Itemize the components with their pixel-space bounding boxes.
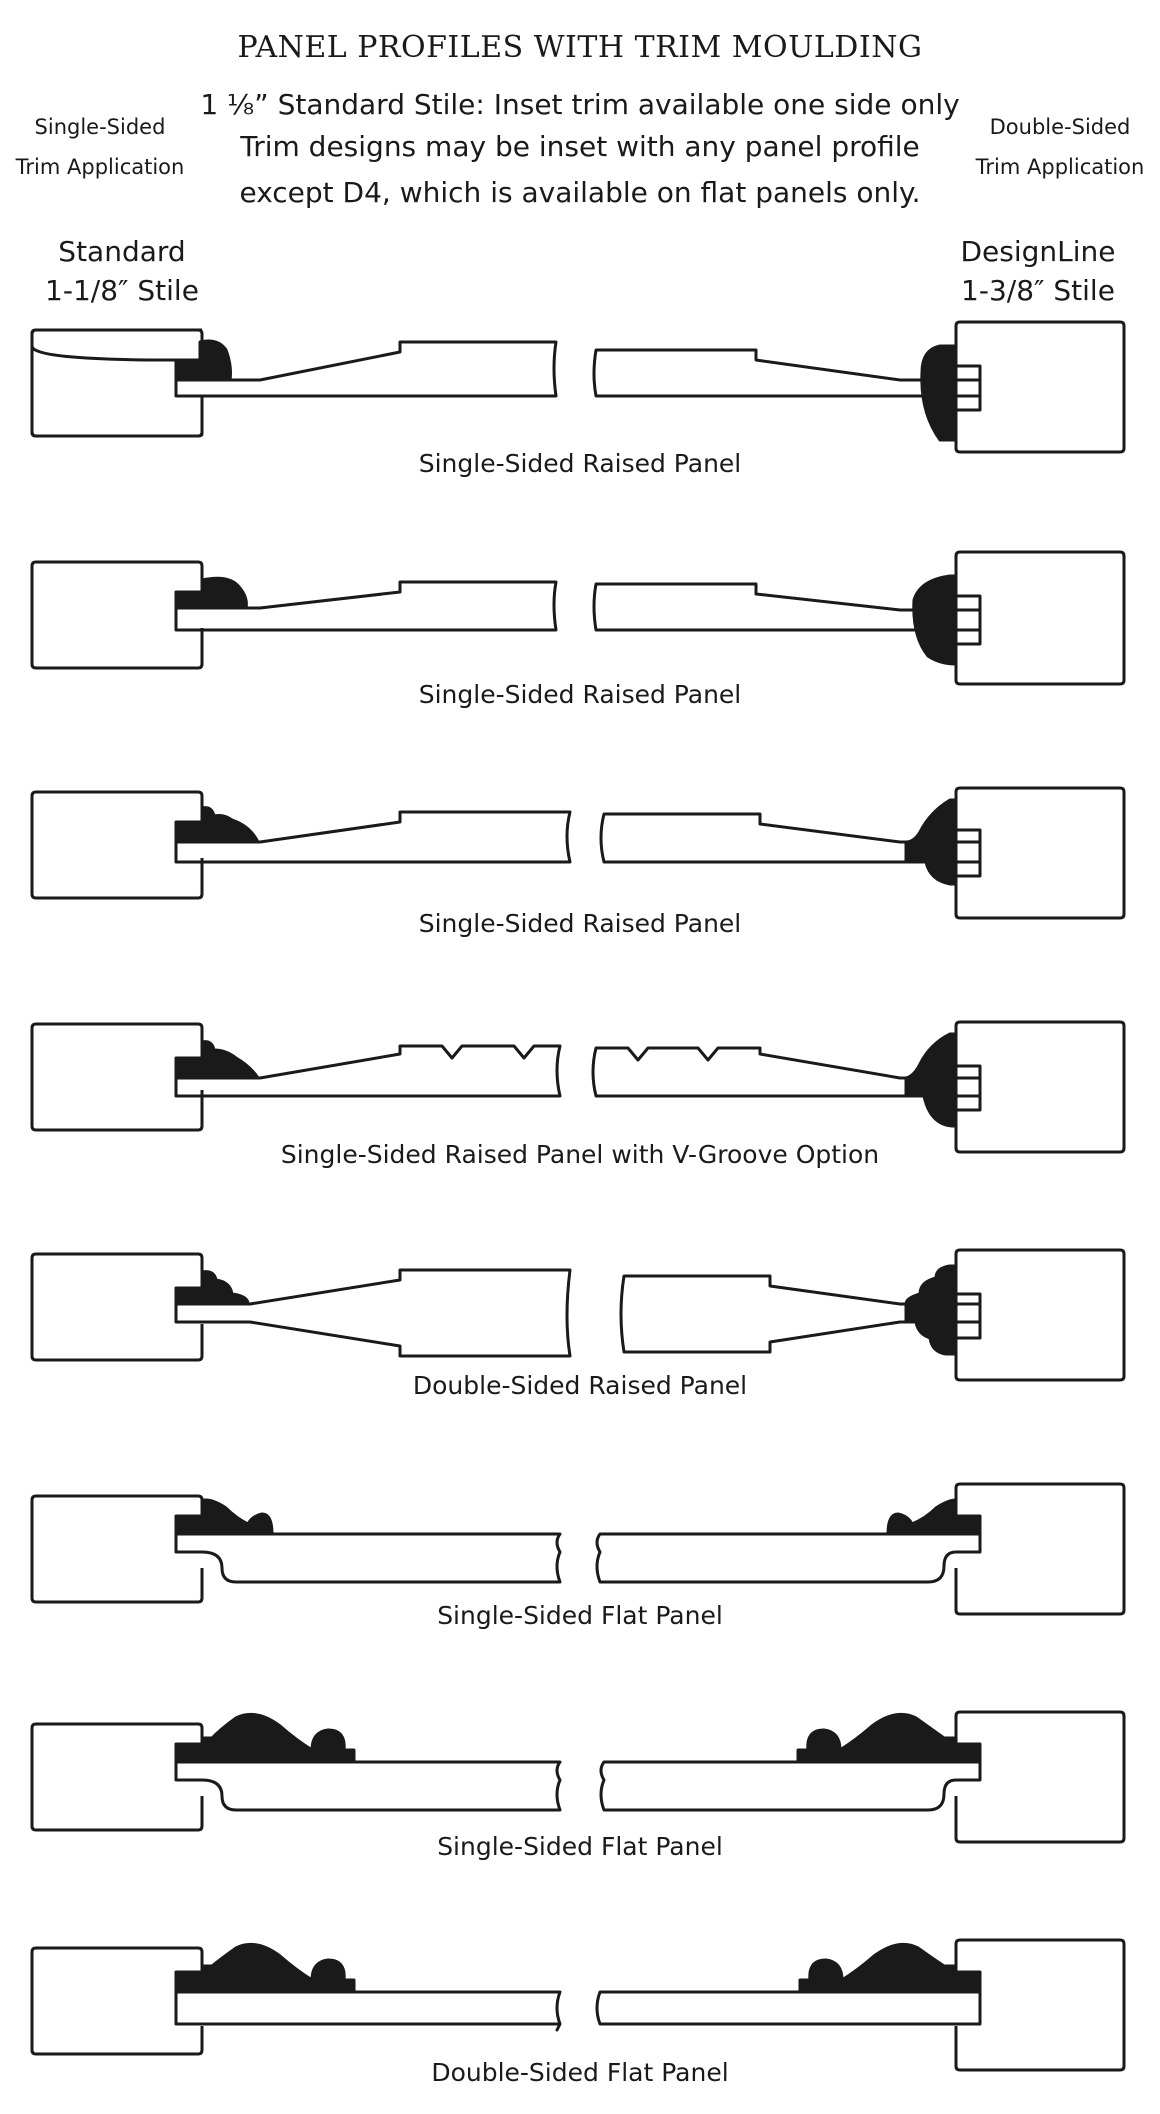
left-stile (30, 1252, 204, 1362)
trim-note-line-2: except D4, which is available on flat pa… (239, 176, 921, 209)
page-title: PANEL PROFILES WITH TRIM MOULDING (237, 30, 923, 65)
left-application-label: Single-Sided Trim Application (0, 107, 200, 187)
profile-caption-8: Double-Sided Flat Panel (431, 2058, 729, 2087)
left-trim (174, 1040, 260, 1080)
standard-stile-line-2: 1-1/8″ Stile (45, 274, 199, 307)
right-trim (912, 574, 958, 666)
left-panel-double (174, 1268, 572, 1358)
profile-4 (30, 1020, 1126, 1154)
right-rabbet (956, 1292, 982, 1340)
left-trim (174, 1498, 274, 1536)
right-stile (954, 550, 1126, 686)
left-flat-panel (174, 1532, 562, 1584)
profile-caption-7: Single-Sided Flat Panel (437, 1832, 723, 1861)
right-stile (954, 1710, 1126, 1844)
profile-7 (30, 1710, 1126, 1844)
left-trim (174, 1712, 356, 1764)
profile-5 (30, 1248, 1126, 1382)
left-stile (30, 560, 204, 670)
profile-8 (30, 1938, 1126, 2072)
right-stile (954, 786, 1126, 920)
profile-caption-1: Single-Sided Raised Panel (418, 449, 742, 478)
profile-caption-3: Single-Sided Raised Panel (418, 909, 742, 938)
left-panel (174, 810, 572, 864)
profile-caption-5: Double-Sided Raised Panel (412, 1371, 748, 1400)
right-rabbet (956, 364, 982, 412)
left-application-line-1: Single-Sided (34, 115, 166, 139)
profile-caption-6: Single-Sided Flat Panel (437, 1601, 723, 1630)
right-stile (954, 1020, 1126, 1154)
left-trim (174, 1942, 356, 1994)
right-flat-panel (595, 1532, 982, 1584)
left-flat-panel (174, 1990, 562, 2032)
profile-6 (30, 1482, 1126, 1616)
designline-stile-line-2: 1-3/8″ Stile (961, 274, 1115, 307)
right-application-label: Double-Sided Trim Application (960, 107, 1160, 187)
right-stile (954, 1938, 1126, 2072)
profile-2 (30, 550, 1126, 686)
left-panel (174, 340, 558, 398)
right-rabbet (956, 1064, 982, 1112)
right-trim (796, 1712, 982, 1764)
designline-stile-line-1: DesignLine (960, 235, 1116, 268)
standard-stile-note: 1 ⅛” Standard Stile: Inset trim availabl… (200, 88, 960, 121)
designline-stile-label: DesignLine 1-3/8″ Stile (928, 232, 1148, 310)
left-trim (174, 576, 248, 610)
standard-stile-label: Standard 1-1/8″ Stile (12, 232, 232, 310)
profile-1 (30, 320, 1126, 454)
left-trim (174, 1270, 250, 1306)
profile-3 (30, 786, 1126, 920)
left-panel (174, 580, 558, 632)
left-application-line-2: Trim Application (15, 155, 185, 179)
right-stile (954, 320, 1126, 454)
profile-caption-2: Single-Sided Raised Panel (418, 680, 742, 709)
right-flat-panel (595, 1990, 982, 2026)
left-trim (174, 806, 260, 844)
trim-note-line-1: Trim designs may be inset with any panel… (240, 130, 920, 163)
standard-stile-line-1: Standard (58, 235, 186, 268)
right-trim (886, 1498, 982, 1536)
right-flat-panel (599, 1760, 982, 1812)
profile-caption-4: Single-Sided Raised Panel with V-Groove … (280, 1140, 880, 1169)
right-trim (904, 798, 958, 886)
left-panel-vgroove (174, 1044, 562, 1098)
right-panel (599, 812, 982, 864)
right-panel (592, 348, 982, 398)
left-stile (30, 1494, 204, 1604)
right-trim (798, 1942, 982, 1994)
right-application-line-2: Trim Application (975, 155, 1145, 179)
left-stile-outline (30, 328, 204, 438)
right-trim (904, 1264, 958, 1356)
right-stile (954, 1482, 1126, 1616)
left-flat-panel (174, 1760, 562, 1812)
right-rabbet (956, 594, 982, 646)
left-stile (30, 1022, 204, 1132)
right-trim-left (920, 344, 958, 442)
left-stile (30, 1946, 204, 2056)
right-rabbet (956, 828, 982, 878)
left-trim (174, 339, 232, 382)
right-trim (904, 1032, 958, 1128)
right-application-line-1: Double-Sided (989, 115, 1131, 139)
left-stile (30, 1722, 204, 1832)
right-stile (954, 1248, 1126, 1382)
left-stile (30, 790, 204, 900)
right-panel (592, 582, 982, 632)
